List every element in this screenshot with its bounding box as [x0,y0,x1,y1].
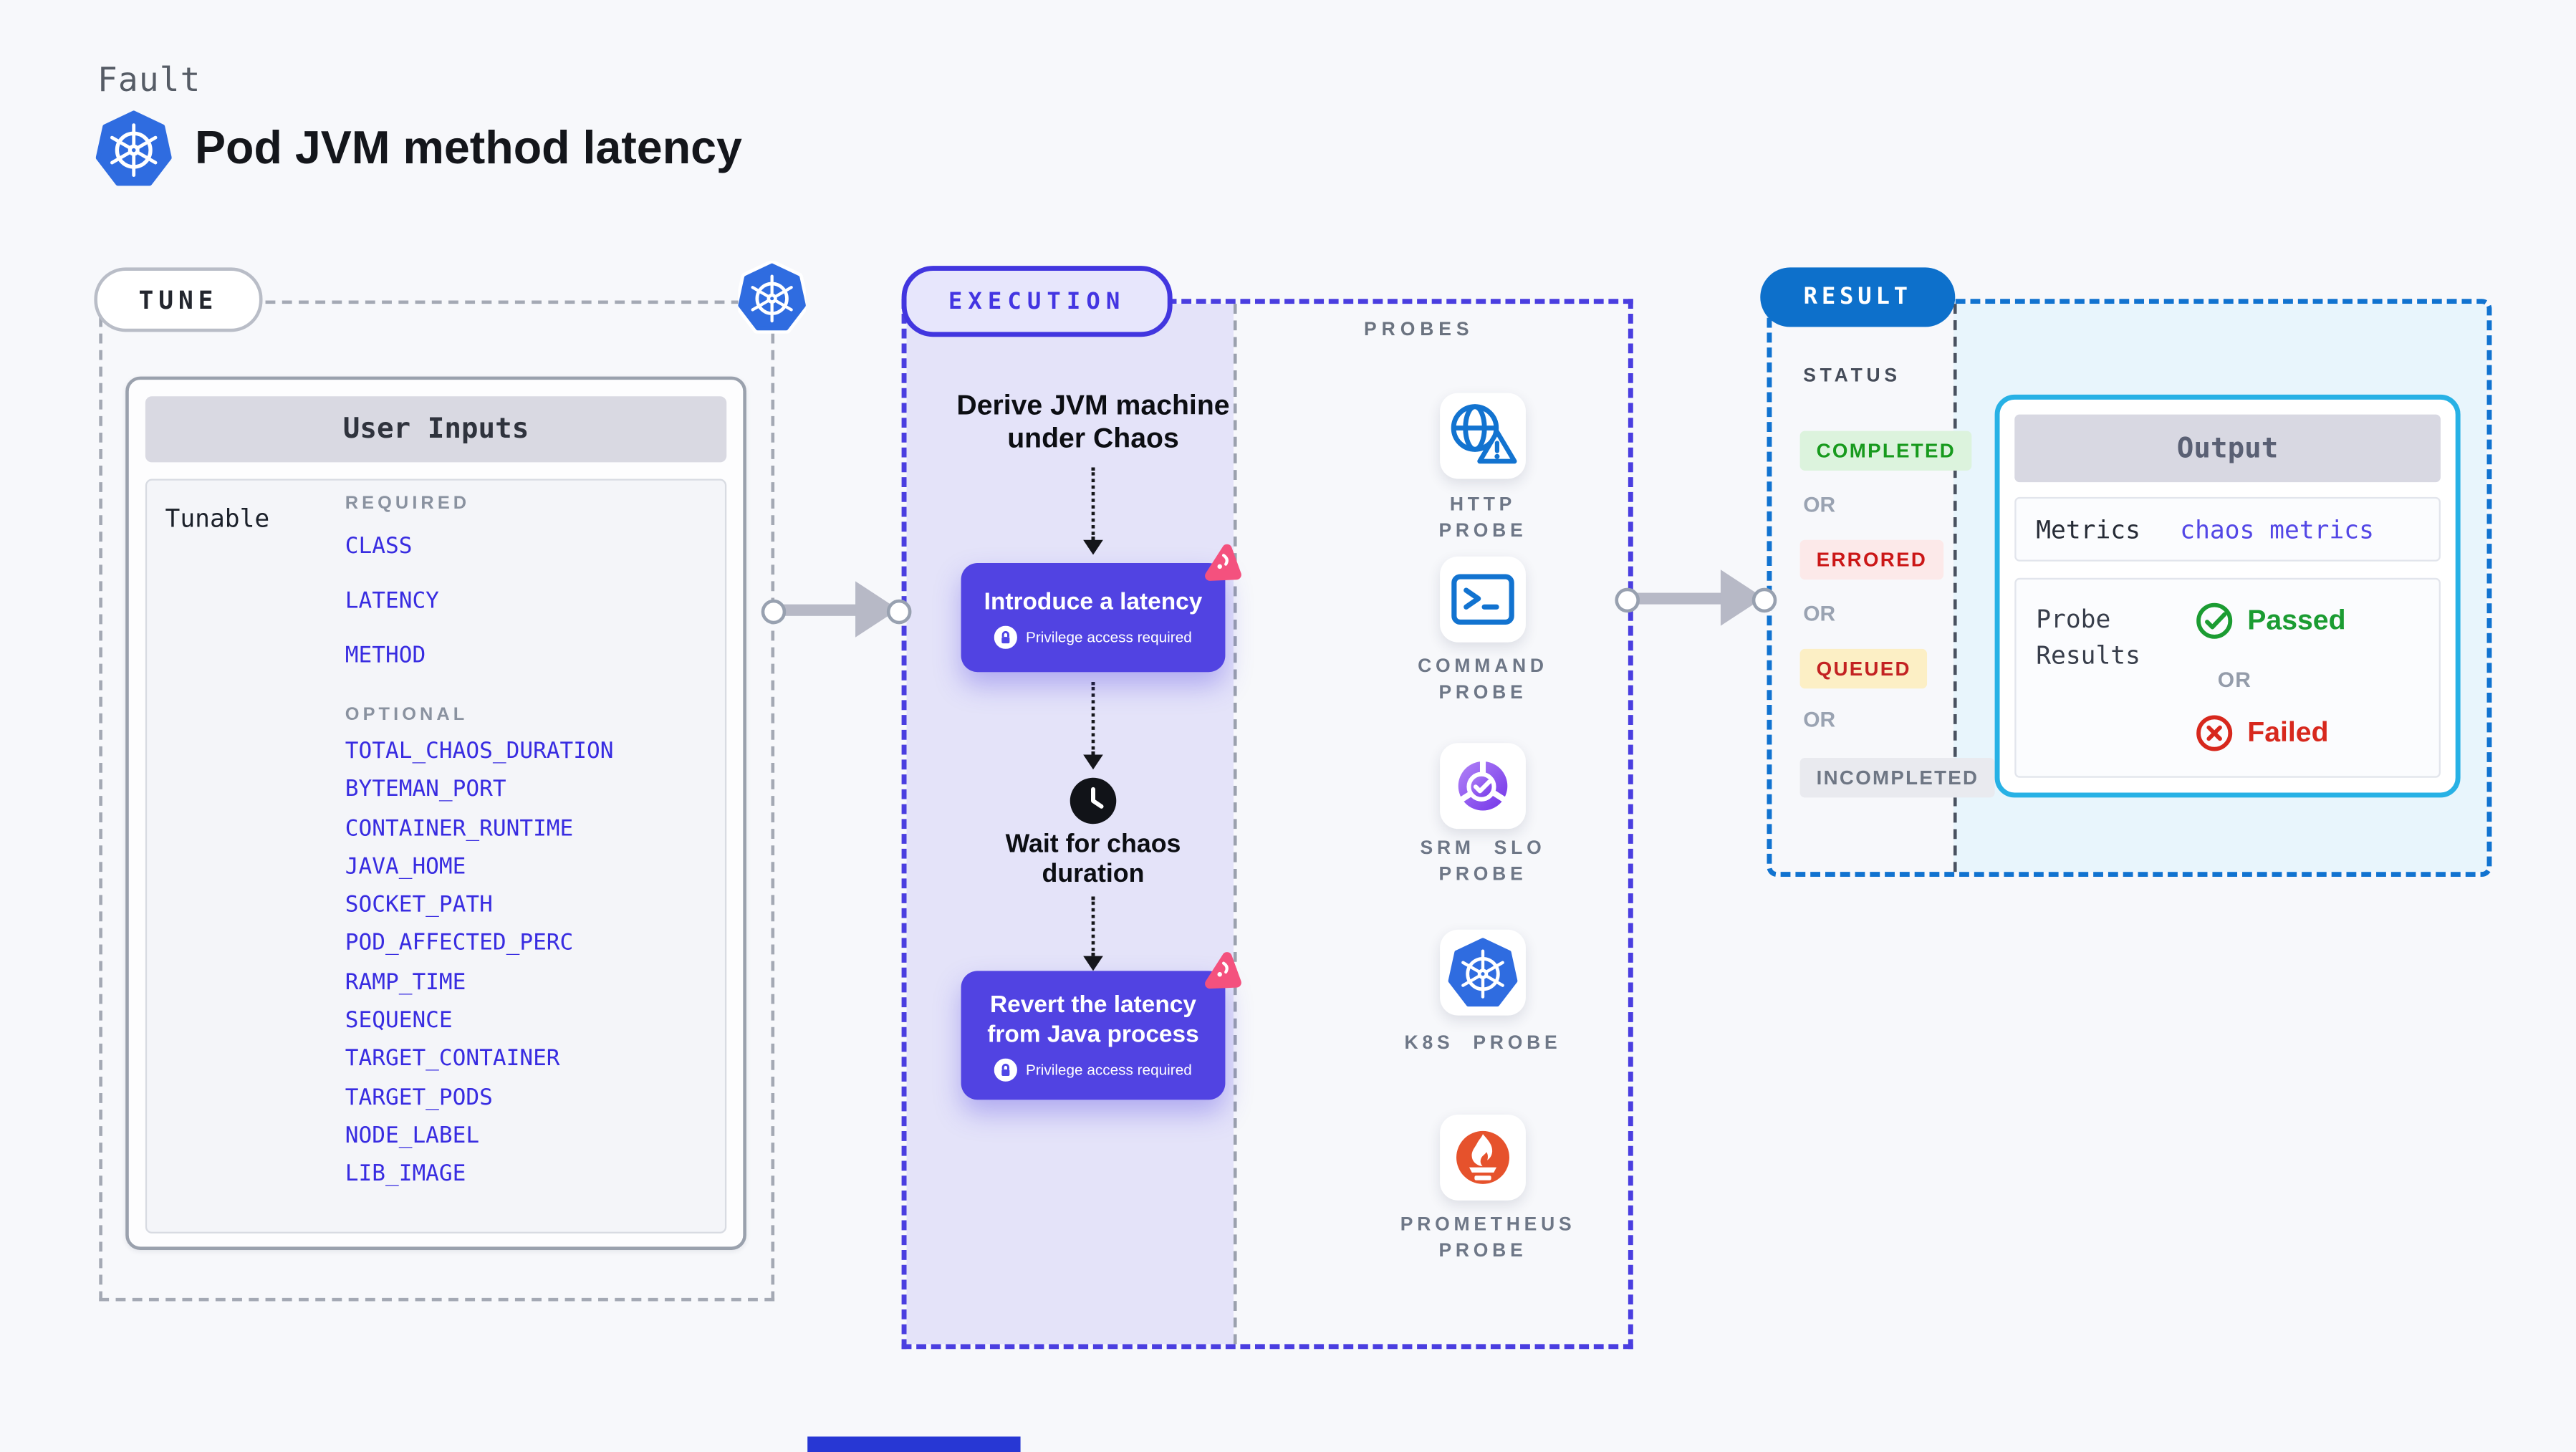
srm-slo-probe-card [1440,743,1526,830]
k8s-probe-card [1440,929,1526,1016]
tunable-link[interactable]: POD_AFFECTED_PERC [345,930,574,957]
introduce-latency-label: Introduce a latency [984,588,1203,615]
optional-label: OPTIONAL [345,705,468,725]
metrics-row: Metrics chaos metrics [2014,496,2441,562]
output-card: Output Metrics chaos metrics Probe Resul… [1994,394,2461,798]
execution-pill: EXECUTION [901,266,1173,337]
page-title-row: Pod JVM method latency [96,109,742,188]
prometheus-icon [1456,1130,1509,1184]
or-label: OR [1803,491,1836,517]
flow-down-arrow [1091,467,1095,540]
step-wait-label: Wait for chaos duration [1005,830,1181,889]
probes-section-label: PROBES [1364,320,1474,340]
tunable-link[interactable]: SOCKET_PATH [345,892,493,919]
chaos-spark-icon [1205,544,1241,581]
execution-panel [901,299,1633,1350]
chaos-spark-icon [1205,952,1241,989]
tunable-link[interactable]: CLASS [345,533,413,560]
privilege-note: Privilege access required [1025,1061,1192,1078]
http-probe-card [1440,393,1526,479]
metrics-value[interactable]: chaos metrics [2180,514,2374,544]
kubernetes-icon [1448,938,1518,1007]
prometheus-probe-card [1440,1114,1526,1201]
status-section-label: STATUS [1803,366,1901,387]
metrics-label: Metrics [2036,514,2140,544]
status-badge: QUEUED [1799,648,1928,689]
tunable-link[interactable]: BYTEMAN_PORT [345,777,506,803]
probe-label: COMMAND PROBE [1418,657,1548,703]
tunable-label: Tunable [165,504,270,534]
user-inputs-card: User Inputs Tunable REQUIRED CLASS LATEN… [125,376,746,1250]
tunable-link[interactable]: TARGET_PODS [345,1084,493,1111]
arrow-head-icon [1083,539,1104,555]
page-title: Pod JVM method latency [195,122,742,174]
or-label: OR [2217,667,2252,692]
failed-label: Failed [2247,716,2329,749]
status-badge: ERRORED [1799,539,1944,580]
probe-results-row: Probe Results Passed OR Failed [2014,577,2441,778]
tune-pill: TUNE [94,267,263,332]
passed-result: Passed [2195,601,2346,640]
tunable-link[interactable]: LATENCY [345,587,439,615]
revert-latency-step: Revert the latency from Java process Pri… [961,952,1241,1100]
probe-results-label: Probe Results [2036,604,2140,670]
command-probe-card [1440,556,1526,643]
execution-probes-divider [1233,304,1237,1345]
revert-latency-label: Revert the latency from Java process [987,991,1199,1048]
probe-label: K8S PROBE [1404,1034,1562,1054]
lock-icon [994,1057,1018,1081]
fault-eyebrow-label: Fault [97,59,201,100]
tunable-link[interactable]: RAMP_TIME [345,968,466,996]
clock-icon [1068,776,1118,825]
or-label: OR [1803,601,1836,626]
terminal-icon [1451,574,1514,625]
probe-label: SRM SLO PROBE [1420,839,1546,885]
tune-panel [99,300,775,1302]
required-label: REQUIRED [345,494,471,514]
globe-alert-icon [1451,404,1517,464]
status-output-divider [1953,304,1957,872]
status-badge: INCOMPLETED [1799,758,1996,798]
x-circle-icon [2196,715,2233,751]
tunable-link[interactable]: TARGET_CONTAINER [345,1046,560,1072]
user-inputs-title: User Inputs [145,396,727,463]
tunable-link[interactable]: JAVA_HOME [345,853,466,880]
probe-label: HTTP PROBE [1438,495,1527,541]
arrow-head-icon [1083,754,1104,770]
status-badge: COMPLETED [1799,431,1973,471]
tunable-link[interactable]: LIB_IMAGE [345,1161,466,1188]
tunable-link[interactable]: NODE_LABEL [345,1122,480,1150]
bottom-edge-bar [807,1436,1021,1452]
tunable-link[interactable]: CONTAINER_RUNTIME [345,814,574,842]
tunable-link[interactable]: SEQUENCE [345,1007,453,1034]
flow-down-arrow [1091,682,1095,755]
flow-down-arrow [1091,896,1095,956]
failed-result: Failed [2195,713,2329,753]
arrow-head-icon [1083,956,1104,971]
lock-icon [994,625,1018,648]
check-circle-icon [2196,602,2233,639]
output-title: Output [2014,414,2441,483]
privilege-note: Privilege access required [1025,628,1192,645]
tunable-link[interactable]: METHOD [345,642,426,669]
step-derive-label: Derive JVM machine under Chaos [956,390,1230,454]
kubernetes-icon [96,109,172,188]
or-label: OR [1803,706,1836,732]
probe-label: PROMETHEUS PROBE [1400,1215,1576,1261]
flow-arrow [760,581,911,638]
execution-flow-background [906,304,1234,1345]
kubernetes-icon [738,261,806,334]
tunables-list: Tunable REQUIRED CLASS LATENCY METHOD OP… [145,479,727,1234]
passed-label: Passed [2247,604,2346,636]
flow-arrow [1614,569,1777,626]
tunable-link[interactable]: TOTAL_CHAOS_DURATION [345,738,614,765]
slo-donut-icon [1456,755,1510,811]
introduce-latency-step: Introduce a latency Privilege access req… [961,544,1241,673]
result-pill: RESULT [1760,267,1956,327]
